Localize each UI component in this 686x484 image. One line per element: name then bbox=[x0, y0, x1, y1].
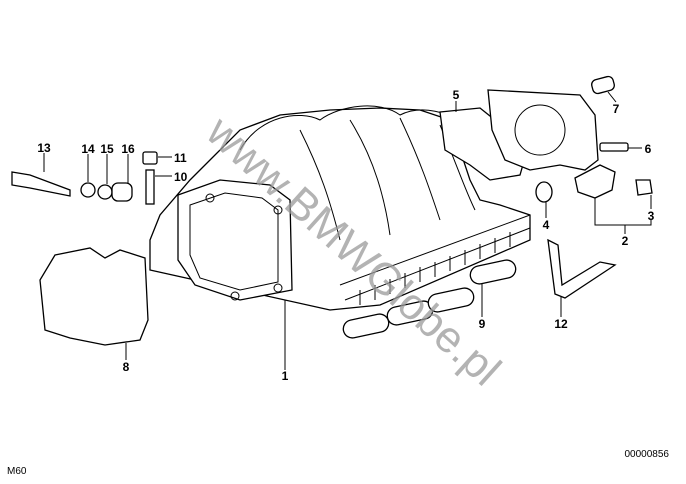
gasket-8 bbox=[39, 247, 149, 346]
oring-4 bbox=[535, 181, 553, 203]
gasket-9 bbox=[342, 259, 517, 339]
callout-12: 12 bbox=[554, 317, 568, 331]
bracket-12 bbox=[547, 238, 617, 299]
callout-11: 11 bbox=[174, 151, 187, 165]
callout-16: 16 bbox=[121, 142, 135, 156]
sleeve-16 bbox=[111, 182, 133, 202]
callout-7: 7 bbox=[613, 102, 620, 116]
callout-2: 2 bbox=[622, 234, 629, 248]
callout-3: 3 bbox=[648, 209, 655, 223]
callout-8: 8 bbox=[123, 360, 130, 374]
engine-code: M60 bbox=[7, 466, 27, 477]
callout-9: 9 bbox=[479, 317, 486, 331]
bolt-6 bbox=[599, 142, 629, 152]
cap-7 bbox=[591, 75, 615, 95]
leader-lines bbox=[43, 91, 652, 370]
bolt-10 bbox=[145, 169, 155, 205]
nut-11 bbox=[142, 151, 158, 165]
elbow-2 bbox=[574, 164, 616, 199]
intake-manifold bbox=[149, 105, 531, 311]
ring-15 bbox=[97, 184, 113, 200]
diagram-number: 00000856 bbox=[625, 449, 670, 460]
callout-1: 1 bbox=[282, 369, 289, 383]
callout-13: 13 bbox=[37, 141, 51, 155]
callout-15: 15 bbox=[100, 142, 114, 156]
housing bbox=[487, 89, 599, 171]
callout-10: 10 bbox=[174, 170, 188, 184]
callout-5: 5 bbox=[453, 88, 460, 102]
callout-6: 6 bbox=[645, 142, 652, 156]
callout-4: 4 bbox=[543, 218, 550, 232]
sensor-13 bbox=[11, 171, 71, 197]
callout-14: 14 bbox=[81, 142, 95, 156]
clamp-3 bbox=[635, 179, 653, 196]
ring-14 bbox=[80, 182, 96, 198]
